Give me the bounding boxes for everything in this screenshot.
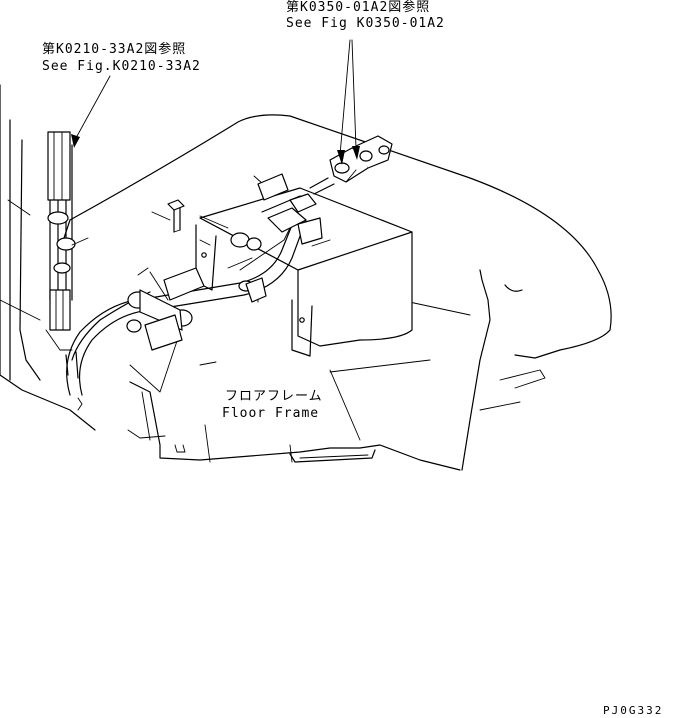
bolt bbox=[167, 199, 185, 233]
callout-k0210-en: See Fig.K0210-33A2 bbox=[42, 59, 201, 74]
floor-frame-label-en: Floor Frame bbox=[222, 406, 320, 421]
callout-k0350-en: See Fig K0350-01A2 bbox=[286, 16, 445, 31]
floor-frame-body bbox=[63, 114, 612, 471]
leader-lines bbox=[71, 175, 361, 441]
drawing-code: PJ0G332 bbox=[603, 704, 664, 717]
callout-k0210-jp: 第K0210-33A2図参照 bbox=[42, 42, 187, 57]
vertical-hoses bbox=[45, 131, 76, 351]
left-cab-wall bbox=[0, 84, 96, 431]
callout-k0350-jp: 第K0350-01A2図参照 bbox=[286, 0, 431, 15]
valve-fittings bbox=[309, 135, 393, 195]
callout-tags bbox=[144, 173, 323, 351]
callout-arrows bbox=[71, 39, 360, 165]
console-box bbox=[195, 187, 413, 357]
floor-frame-label-jp: フロアフレーム bbox=[225, 389, 323, 404]
